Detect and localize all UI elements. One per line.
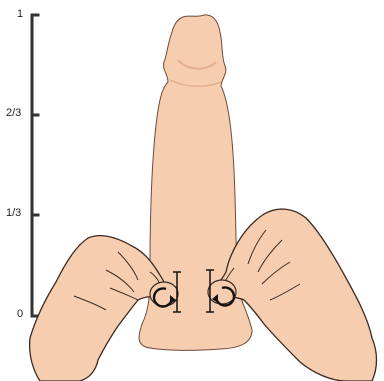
measurement-scale	[32, 15, 38, 316]
right-hand	[217, 209, 377, 381]
left-hand	[30, 236, 166, 381]
